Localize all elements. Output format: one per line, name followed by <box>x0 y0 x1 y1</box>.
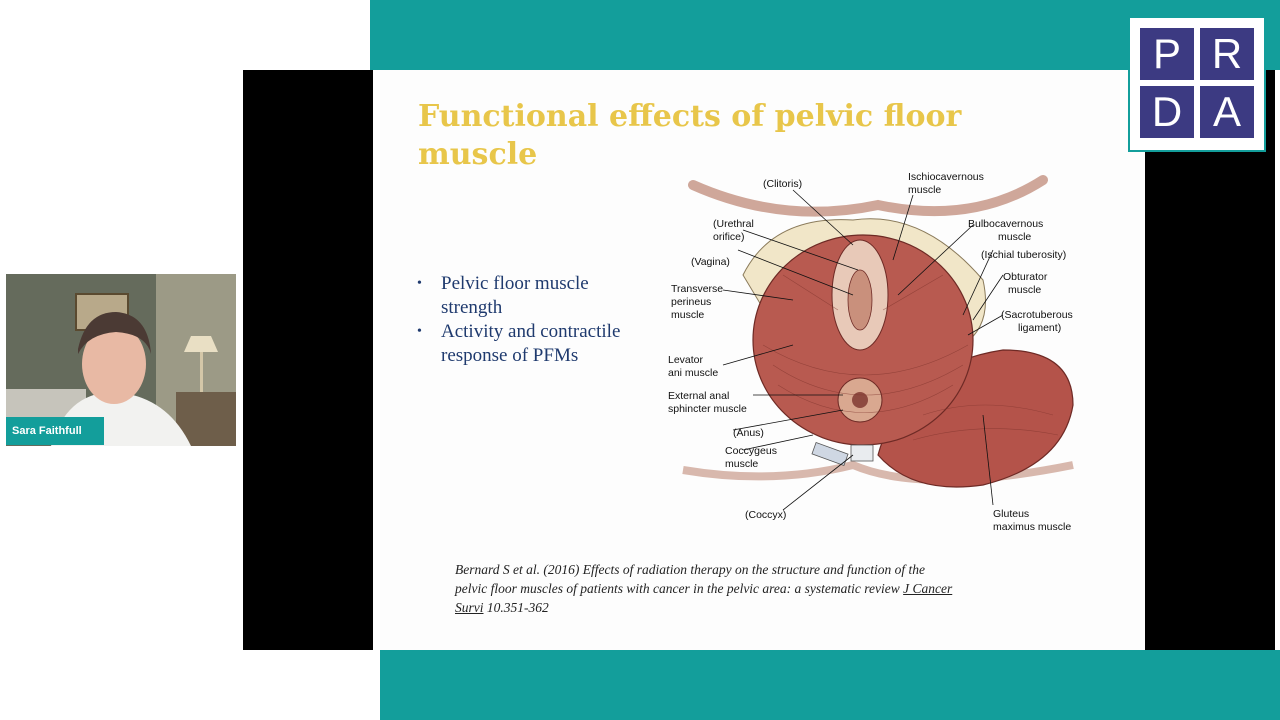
pelvic-floor-diagram: (Clitoris) Ischiocavernous muscle (Ureth… <box>668 171 1074 533</box>
label-gluteus-2: maximus muscle <box>993 521 1071 533</box>
slide-title: Functional effects of pelvic floor muscl… <box>418 99 962 172</box>
label-levator: Levator <box>668 354 704 366</box>
participant-name-tag: Sara Faithfull <box>6 417 104 445</box>
bullet-list: Pelvic floor muscle strength Activity an… <box>417 272 627 368</box>
logo-letter: P <box>1140 28 1194 80</box>
label-ischiocavernous-2: muscle <box>908 184 941 196</box>
citation-pages: 10.351-362 <box>483 600 549 615</box>
label-clitoris: (Clitoris) <box>763 178 802 190</box>
label-vagina: (Vagina) <box>691 256 730 268</box>
label-coccygeus-2: muscle <box>725 458 758 470</box>
logo-letter: R <box>1200 28 1254 80</box>
prda-logo: P R D A <box>1128 16 1266 152</box>
bullet-item: Activity and contractile response of PFM… <box>417 320 627 368</box>
label-coccygeus: Coccygeus <box>725 445 777 457</box>
label-gluteus: Gluteus <box>993 508 1029 520</box>
label-external-anal-2: sphincter muscle <box>668 403 747 415</box>
left-letterbox <box>243 70 373 650</box>
bullet-item: Pelvic floor muscle strength <box>417 272 627 320</box>
label-urethral-2: orifice) <box>713 231 745 243</box>
label-ischiocavernous: Ischiocavernous <box>908 171 984 183</box>
label-obturator: Obturator <box>1003 271 1048 283</box>
label-sacrotuberous-2: ligament) <box>1018 322 1061 334</box>
label-external-anal: External anal <box>668 390 729 402</box>
citation-journal: J Cancer Survi <box>455 581 953 615</box>
label-anus: (Anus) <box>733 427 764 439</box>
bottom-banner <box>380 650 1280 720</box>
label-bulbocavernous-2: muscle <box>998 231 1031 243</box>
citation: Bernard S et al. (2016) Effects of radia… <box>455 560 955 617</box>
label-coccyx: (Coccyx) <box>745 509 786 521</box>
label-obturator-2: muscle <box>1008 284 1041 296</box>
logo-letter: A <box>1200 86 1254 138</box>
label-levator-2: ani muscle <box>668 367 718 379</box>
citation-text: Bernard S et al. (2016) Effects of radia… <box>455 562 925 596</box>
label-transverse: Transverse <box>671 283 723 295</box>
label-sacrotuberous: (Sacrotuberous <box>1001 309 1073 321</box>
right-letterbox <box>1145 70 1275 650</box>
label-bulbocavernous: Bulbocavernous <box>968 218 1043 230</box>
logo-letter: D <box>1140 86 1194 138</box>
label-urethral: (Urethral <box>713 218 754 230</box>
label-transverse-3: muscle <box>671 309 704 321</box>
presentation-slide: Functional effects of pelvic floor muscl… <box>373 70 1145 650</box>
label-ischial-tuberosity: (Ischial tuberosity) <box>981 249 1066 261</box>
label-transverse-2: perineus <box>671 296 711 308</box>
